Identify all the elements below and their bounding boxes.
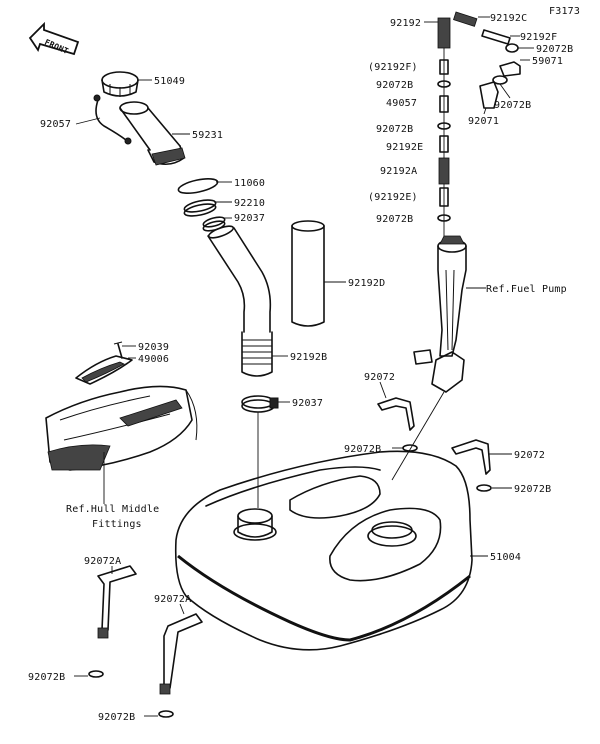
clamp-92072B-r1 xyxy=(505,43,519,53)
label-92072B-l3: 92072B xyxy=(376,214,413,225)
vent-hose-92192F xyxy=(481,29,511,45)
label-92210: 92210 xyxy=(234,198,265,209)
label-51049: 51049 xyxy=(154,76,185,87)
label-92192E: 92192E xyxy=(386,142,423,153)
hose-92192D xyxy=(291,220,325,327)
clamp-92072B-right xyxy=(476,484,492,492)
strap-92072-a xyxy=(377,397,415,431)
vent-hose-92192 xyxy=(437,17,451,49)
label-92037-lower: 92037 xyxy=(292,398,323,409)
clamp-92072B-l2 xyxy=(437,122,451,130)
label-92072B-l2: 92072B xyxy=(376,124,413,135)
label-92192-top: 92192 xyxy=(390,18,421,29)
label-92192E-paren: (92192E) xyxy=(368,192,418,203)
gasket-11060 xyxy=(177,178,219,194)
nut-92210 xyxy=(183,199,217,217)
strap-92072-b xyxy=(451,439,491,475)
label-92072-a: 92072 xyxy=(364,372,395,383)
clamp-92037-lower xyxy=(241,395,279,413)
vent-hose-92192F-alt xyxy=(439,59,449,75)
label-92192A: 92192A xyxy=(380,166,417,177)
label-11060: 11060 xyxy=(234,178,265,189)
label-92192C: 92192C xyxy=(490,13,527,24)
label-92072B-bl1: 92072B xyxy=(28,672,65,683)
label-92072-b: 92072 xyxy=(514,450,545,461)
vent-hose-92192A xyxy=(438,157,450,185)
label-92057: 92057 xyxy=(40,119,71,130)
strap-92072A-b xyxy=(159,613,203,695)
label-92039: 92039 xyxy=(138,342,169,353)
strap-92072A-a xyxy=(97,565,137,639)
label-92071: 92071 xyxy=(468,116,499,127)
filler-neck-59231 xyxy=(119,101,186,166)
label-92037-upper: 92037 xyxy=(234,213,265,224)
figure-code: F3173 xyxy=(549,6,580,17)
bracket-49006 xyxy=(75,355,133,385)
label-51004: 51004 xyxy=(490,552,521,563)
label-92072B-right: 92072B xyxy=(514,484,551,495)
label-49006: 49006 xyxy=(138,354,169,365)
label-92072A-a: 92072A xyxy=(84,556,121,567)
label-92072A-b: 92072A xyxy=(154,594,191,605)
label-92192F: 92192F xyxy=(520,32,557,43)
clamp-92072B-l3 xyxy=(437,214,451,222)
label-59231: 59231 xyxy=(192,130,223,141)
label-92192D: 92192D xyxy=(348,278,385,289)
clamp-92072B-bl1 xyxy=(88,670,104,678)
hull-middle-fittings xyxy=(45,385,198,504)
label-92192F-paren: (92192F) xyxy=(368,62,418,73)
label-92192B: 92192B xyxy=(290,352,327,363)
clamp-92072B-l1 xyxy=(437,80,451,88)
vent-hose-92192E-alt xyxy=(439,187,449,207)
label-92072B-l1: 92072B xyxy=(376,80,413,91)
vent-hose-92192C xyxy=(453,11,478,27)
tee-49057 xyxy=(439,95,449,113)
label-92072B-r1: 92072B xyxy=(536,44,573,55)
label-92072B-bl2: 92072B xyxy=(98,712,135,723)
label-59071: 59071 xyxy=(532,56,563,67)
label-49057: 49057 xyxy=(386,98,417,109)
clamp-92072B-bl2 xyxy=(158,710,174,718)
filler-cap-51049 xyxy=(101,71,139,97)
label-92072B-r2: 92072B xyxy=(494,100,531,111)
label-92072B-mid: 92072B xyxy=(344,444,381,455)
tether-strap-92057 xyxy=(93,94,132,145)
ref-hull-label-line1: Ref.Hull Middle xyxy=(66,504,159,515)
ref-hull-label-line2: Fittings xyxy=(92,519,142,530)
ref-fuel-pump-label: Ref.Fuel Pump xyxy=(486,284,567,295)
fuel-pump xyxy=(413,235,467,393)
fuel-tank-51004 xyxy=(174,450,473,651)
filler-hose-92192B xyxy=(207,225,273,377)
vent-hose-92192E xyxy=(439,135,449,153)
check-valve-59071 xyxy=(499,61,521,77)
screw-92039 xyxy=(113,341,123,359)
front-arrow-icon: FRONT xyxy=(28,21,80,56)
